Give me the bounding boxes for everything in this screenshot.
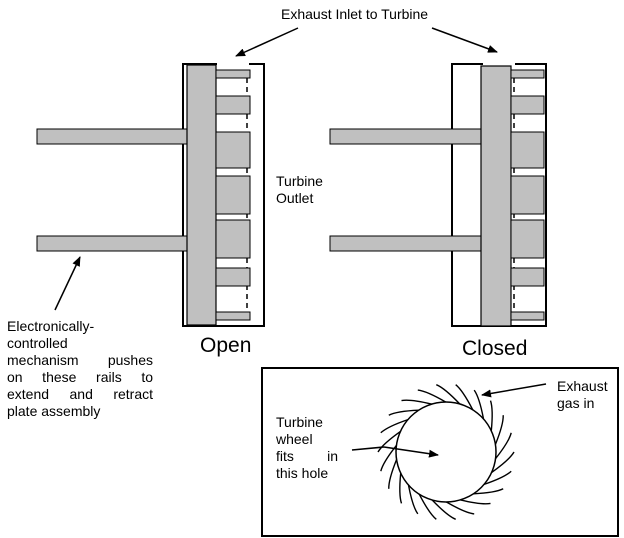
- mechanism-line-6: plate assembly: [7, 403, 101, 419]
- open-rail-upper: [36, 128, 188, 145]
- closed-finger: [510, 131, 545, 169]
- turbine-vane: [431, 499, 456, 520]
- wheel-line-2: wheel: [276, 431, 313, 447]
- turbine-vane: [407, 484, 419, 515]
- turbine-outlet-line-1: Turbine: [276, 173, 323, 189]
- turbine-vane: [483, 470, 512, 486]
- closed-finger: [510, 267, 545, 287]
- turbine-vane: [380, 418, 409, 434]
- wheel-line-3: fits in: [276, 448, 338, 464]
- exhaust-gas-line-1: Exhaust: [557, 378, 608, 394]
- open-label: Open: [200, 334, 252, 357]
- open-finger: [215, 267, 251, 287]
- exhaust-gas-label: Exhaust gas in: [557, 378, 608, 412]
- mechanism-line-4: on these rails to: [7, 369, 153, 385]
- wheel-line-4: this hole: [276, 465, 329, 481]
- turbine-vane: [417, 389, 446, 403]
- closed-finger: [510, 175, 545, 215]
- turbine-vane: [489, 400, 493, 431]
- mechanism-line-2: controlled: [7, 335, 68, 351]
- turbine-outlet-label: Turbine Outlet: [276, 173, 323, 207]
- mechanism-line-3: mechanism pushes: [7, 352, 153, 368]
- exhaust-inlet-label: Exhaust Inlet to Turbine: [281, 6, 429, 22]
- turbine-vane: [399, 473, 403, 504]
- closed-finger: [510, 311, 545, 321]
- open-finger: [215, 311, 251, 321]
- inlet-arrow-left: [235, 27, 299, 57]
- open-finger: [215, 219, 251, 259]
- mechanism-line-1: Electronically-: [7, 318, 95, 334]
- wheel-arrow-1: [351, 446, 385, 451]
- mechanism-arrow: [54, 256, 81, 311]
- turbine-vane: [446, 501, 475, 515]
- turbine-vane: [418, 493, 437, 520]
- exhaust-gas-arrow: [481, 383, 547, 398]
- closed-plate: [480, 65, 512, 327]
- wheel-arrow-2: [383, 446, 439, 458]
- turbine-vane: [494, 415, 504, 445]
- open-finger: [215, 69, 251, 79]
- closed-rail-upper: [329, 128, 483, 145]
- open-plate: [186, 64, 217, 326]
- inlet-arrow-right: [431, 27, 498, 53]
- open-assembly: [36, 63, 265, 327]
- mechanism-line-5: extend and retract: [7, 386, 153, 402]
- turbine-vane: [377, 431, 401, 453]
- open-rail-lower: [36, 235, 188, 252]
- turbine-vane: [494, 432, 512, 460]
- turbine-vane: [473, 488, 504, 495]
- closed-finger: [510, 219, 545, 259]
- wheel-line-1: Turbine: [276, 414, 323, 430]
- closed-finger: [510, 69, 545, 79]
- turbine-vane: [473, 389, 485, 420]
- closed-assembly: [329, 63, 547, 327]
- exhaust-gas-line-2: gas in: [557, 395, 595, 411]
- turbine-outlet-line-2: Outlet: [276, 190, 314, 206]
- open-finger: [215, 131, 251, 169]
- closed-finger: [510, 95, 545, 115]
- turbine-vane: [388, 459, 398, 489]
- turbine-vane: [388, 409, 419, 416]
- turbine-vane: [401, 399, 432, 405]
- closed-label: Closed: [462, 337, 528, 360]
- mechanism-label: Electronically- controlled mechanism pus…: [7, 318, 153, 420]
- open-housing: [182, 63, 265, 327]
- closed-rail-lower: [329, 235, 483, 252]
- turbine-vane: [455, 384, 474, 411]
- open-finger: [215, 95, 251, 115]
- turbine-vane: [460, 499, 491, 505]
- wheel-label: Turbine wheel fits in this hole: [276, 414, 338, 482]
- turbine-hole: [395, 401, 497, 503]
- open-finger: [215, 175, 251, 215]
- turbine-vane: [491, 451, 515, 473]
- turbine-vane: [436, 384, 461, 405]
